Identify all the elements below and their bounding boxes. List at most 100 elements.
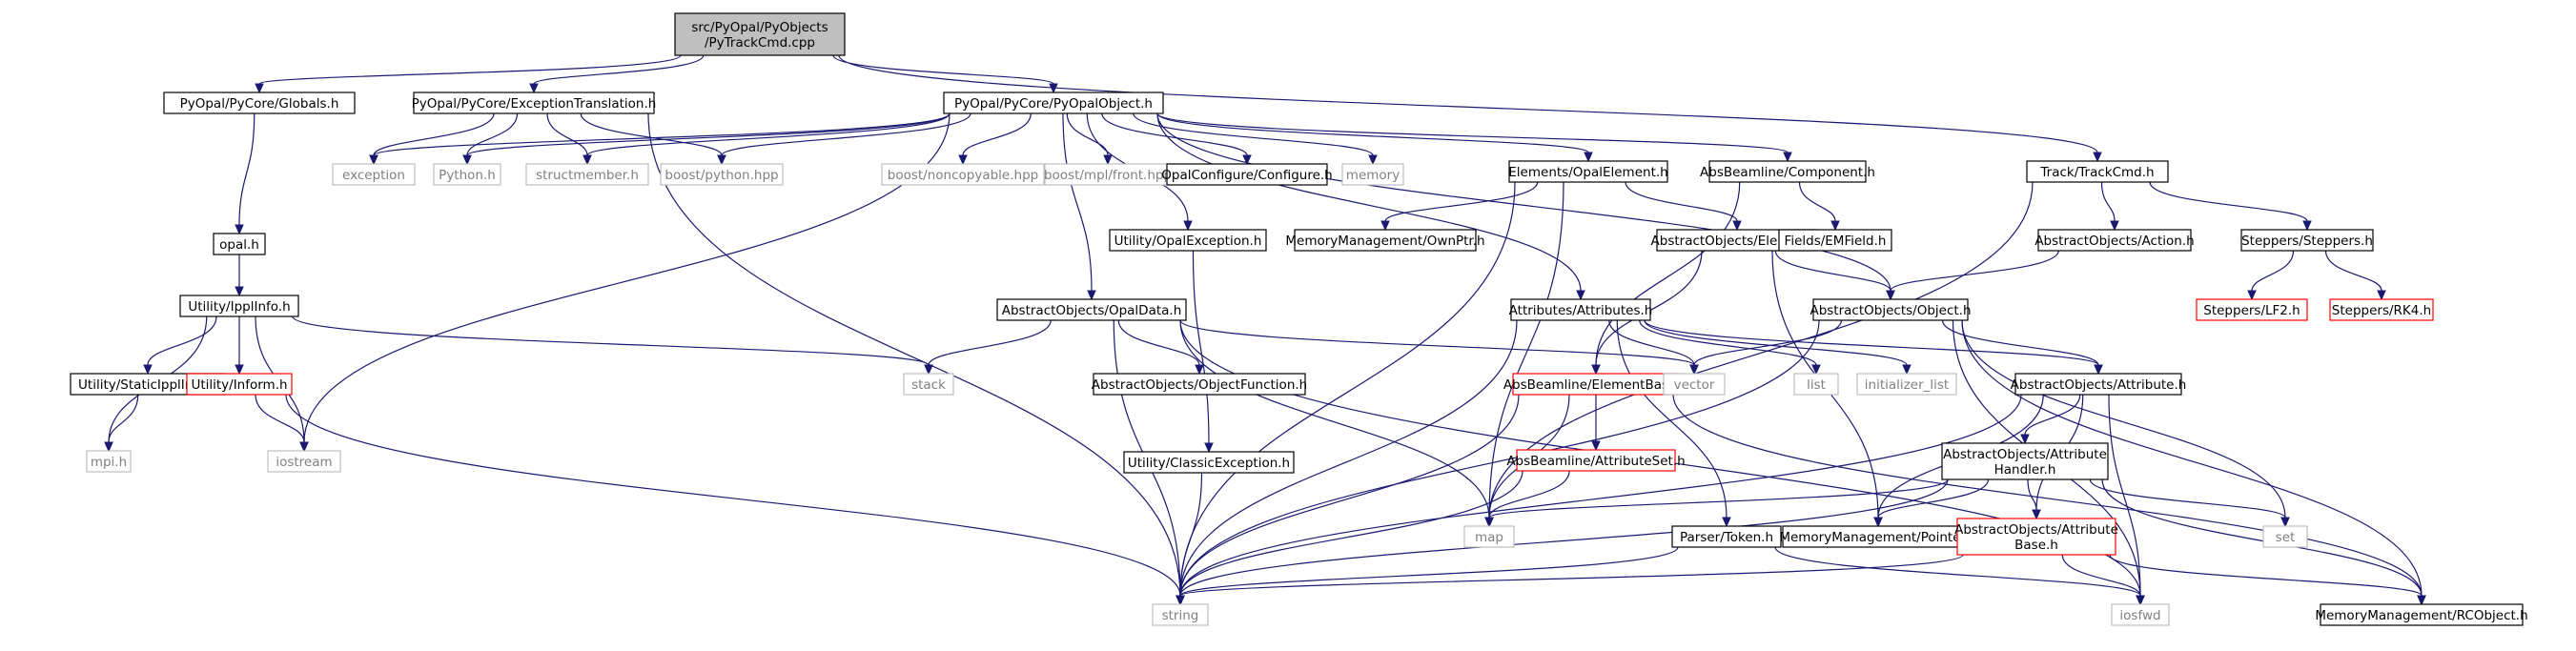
edge-pyopalobj-to-attributes — [1156, 112, 1585, 301]
edge-pyopalobj-to-opalelement — [1156, 112, 1593, 163]
node-label: Utility/StaticIpplInfo.h — [78, 377, 217, 393]
node-vector[interactable]: vector — [1663, 373, 1726, 396]
node-ownptr[interactable]: MemoryManagement/OwnPtr.h — [1285, 229, 1485, 252]
node-python[interactable]: Python.h — [433, 163, 501, 186]
node-box — [413, 92, 655, 114]
edge-arrowhead — [1195, 364, 1204, 376]
node-box — [674, 12, 846, 56]
edge-arrowhead — [1830, 220, 1840, 232]
node-box — [1663, 373, 1726, 396]
node-rcobject[interactable]: MemoryManagement/RCObject.h — [2315, 603, 2528, 626]
node-box — [2262, 525, 2308, 548]
edge-arrowhead — [235, 364, 244, 376]
node-label: Fields/EMField.h — [1785, 234, 1887, 249]
edge-arrowhead — [958, 154, 968, 166]
node-iosfwd[interactable]: iosfwd — [2111, 603, 2170, 626]
node-objfunc[interactable]: AbstractObjects/ObjectFunction.h — [1092, 373, 1307, 396]
node-opalexception[interactable]: Utility/OpalException.h — [1109, 229, 1267, 252]
node-mplfront[interactable]: boost/mpl/front.hpp — [1044, 163, 1172, 186]
edge-arrowhead — [1584, 152, 1593, 163]
node-object[interactable]: AbstractObjects/Object.h — [1809, 298, 1972, 321]
node-stack[interactable]: stack — [903, 373, 954, 396]
node-label: MemoryManagement/Pointer.h — [1779, 530, 1976, 545]
edge-steppers-to-rk4 — [2324, 250, 2386, 301]
node-component[interactable]: AbsBeamline/Component.h — [1700, 160, 1875, 183]
node-set[interactable]: set — [2262, 525, 2308, 548]
edge-line — [258, 54, 682, 85]
node-opalelement[interactable]: Elements/OpalElement.h — [1508, 160, 1668, 183]
node-iostream[interactable]: iostream — [267, 450, 341, 473]
node-boostpython[interactable]: boost/python.hpp — [660, 163, 784, 186]
node-label: Attributes/Attributes.h — [1509, 303, 1653, 318]
node-steppers[interactable]: Steppers/Steppers.h — [2240, 229, 2374, 252]
node-trackcmd[interactable]: Track/TrackCmd.h — [2026, 160, 2169, 183]
edge-arrowhead — [369, 154, 378, 166]
node-exctrans[interactable]: PyOpal/PyCore/ExceptionTranslation.h — [412, 92, 657, 114]
node-memory[interactable]: memory — [1341, 163, 1404, 186]
node-lf2[interactable]: Steppers/LF2.h — [2196, 298, 2308, 321]
node-structmember[interactable]: structmember.h — [525, 163, 649, 186]
node-ipplinfo[interactable]: Utility/IpplInfo.h — [179, 295, 299, 317]
node-label: Utility/Inform.h — [191, 377, 287, 393]
node-elementbase[interactable]: AbsBeamline/ElementBase.h — [1503, 373, 1688, 396]
node-label: Python.h — [439, 168, 496, 183]
edge-attribute-to-attrhandler — [2020, 394, 2081, 445]
edge-line — [285, 394, 1181, 597]
edge-pyopalobj-to-structmember — [583, 112, 951, 166]
node-box — [1778, 229, 1892, 252]
node-pyopalobj[interactable]: PyOpal/PyCore/PyOpalObject.h — [943, 92, 1164, 114]
edge-pyopalobj-to-configure — [1101, 112, 1252, 166]
node-attrset[interactable]: AbsBeamline/AttributeSet.h — [1506, 449, 1686, 472]
edge-line — [962, 112, 1032, 156]
node-inform[interactable]: Utility/Inform.h — [186, 373, 293, 396]
node-opalh[interactable]: opal.h — [213, 233, 266, 255]
edge-line — [1179, 394, 1520, 597]
node-box — [186, 373, 293, 396]
edge-line — [1179, 319, 1695, 366]
node-box — [1294, 229, 1477, 252]
node-pointer[interactable]: MemoryManagement/Pointer.h — [1779, 525, 1977, 548]
node-action[interactable]: AbstractObjects/Action.h — [2034, 229, 2195, 252]
node-label: list — [1807, 377, 1826, 393]
edge-line — [1192, 250, 1210, 444]
node-label: Base.h — [2014, 538, 2058, 553]
node-classicexc[interactable]: Utility/ClassicException.h — [1123, 451, 1295, 474]
nodes-layer: src/PyOpal/PyObjects/PyTrackCmd.cppPyOpa… — [70, 12, 2528, 626]
edge-line — [2149, 181, 2308, 222]
edge-inform-to-iostream — [255, 394, 309, 453]
node-configure[interactable]: OpalConfigure/Configure.h — [1161, 163, 1333, 186]
edge-arrowhead — [1576, 290, 1585, 301]
node-label: MemoryManagement/RCObject.h — [2315, 608, 2527, 623]
node-string[interactable]: string — [1152, 603, 1209, 626]
node-rk4[interactable]: Steppers/RK4.h — [2329, 298, 2434, 321]
node-mpih[interactable]: mpi.h — [86, 450, 132, 473]
node-root[interactable]: src/PyOpal/PyObjects/PyTrackCmd.cpp — [674, 12, 846, 56]
node-noncopyable[interactable]: boost/noncopyable.hpp — [881, 163, 1045, 186]
node-attributes[interactable]: Attributes/Attributes.h — [1509, 298, 1653, 321]
edge-line — [1774, 250, 1891, 292]
node-exception[interactable]: exception — [332, 163, 416, 186]
node-opaldata[interactable]: AbstractObjects/OpalData.h — [996, 298, 1187, 321]
edge-line — [2061, 554, 2141, 597]
edge-line — [1117, 319, 1200, 366]
node-emfield[interactable]: Fields/EMField.h — [1778, 229, 1892, 252]
node-box — [1510, 298, 1651, 321]
edge-line — [466, 112, 519, 156]
edge-line — [1488, 181, 1564, 519]
edge-arrowhead — [104, 441, 113, 453]
edge-ipplinfo-to-inform — [235, 316, 244, 376]
node-map[interactable]: map — [1463, 525, 1515, 548]
node-globals[interactable]: PyOpal/PyCore/Globals.h — [163, 92, 356, 114]
edge-line — [1156, 112, 1582, 292]
edge-arrowhead — [299, 441, 309, 453]
node-list[interactable]: list — [1793, 373, 1839, 396]
node-label: boost/mpl/front.hpp — [1044, 168, 1172, 183]
node-token[interactable]: Parser/Token.h — [1671, 525, 1782, 548]
node-box — [1166, 163, 1328, 186]
node-attribute[interactable]: AbstractObjects/Attribute.h — [2011, 373, 2187, 396]
node-label: Elements/OpalElement.h — [1508, 165, 1667, 180]
node-initlist[interactable]: initializer_list — [1856, 373, 1957, 396]
